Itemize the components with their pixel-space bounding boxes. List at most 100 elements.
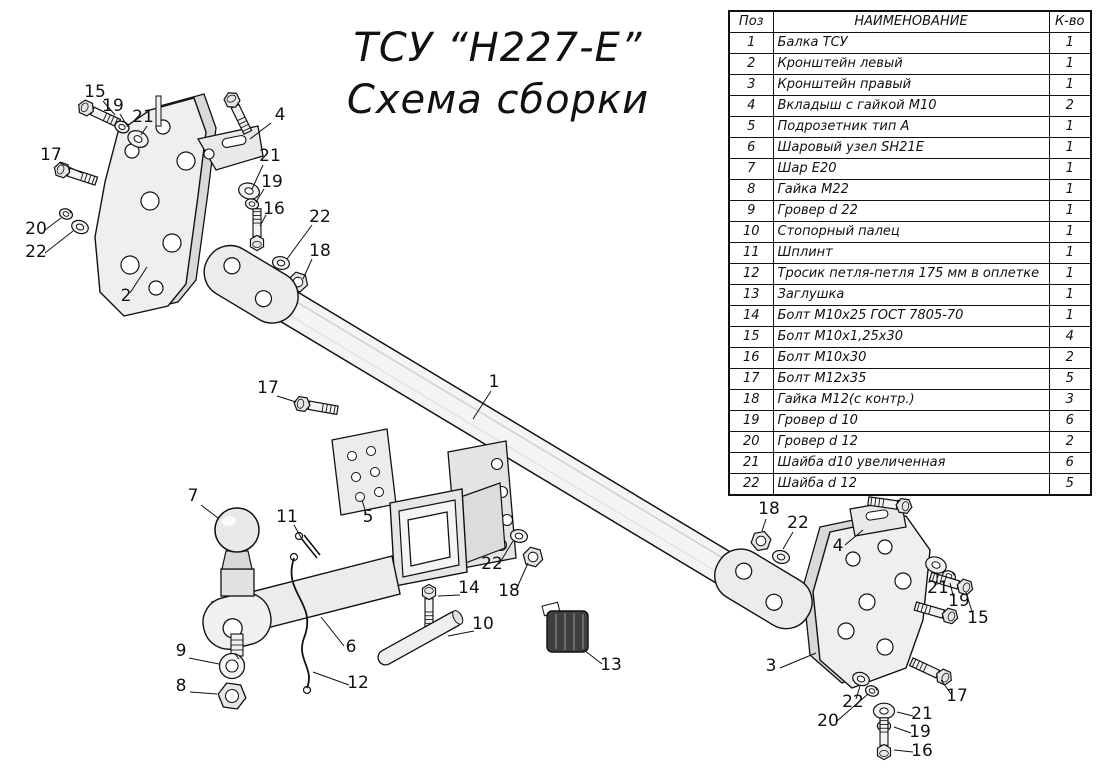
callout-leader <box>515 562 529 591</box>
callout-leader <box>276 395 297 403</box>
callout-label: 16 <box>911 741 933 761</box>
callout-label: 1 <box>489 372 500 392</box>
callout-leader <box>940 679 952 695</box>
callout-label: 21 <box>259 146 281 166</box>
callout-leader <box>583 649 603 665</box>
ball-neck <box>221 550 253 570</box>
washer-9-icon <box>218 652 246 680</box>
ball-highlight <box>222 516 236 526</box>
part-qty: 1 <box>1048 221 1092 243</box>
callout-label: 3 <box>766 656 777 676</box>
callout-leader <box>259 214 267 227</box>
part-position: 3 <box>728 74 774 96</box>
part-position: 19 <box>728 410 774 432</box>
part-name: Шар Е20 <box>772 158 1050 180</box>
part-name: Кронштейн левый <box>772 53 1050 75</box>
title-line-1: ТСУ “Н227-Е” <box>353 25 643 71</box>
callout-leader <box>119 113 127 125</box>
callout-leader <box>200 504 219 519</box>
callout-label: 17 <box>257 378 279 398</box>
callout-leader <box>312 671 350 686</box>
part-qty: 4 <box>1048 326 1092 348</box>
callout-leader <box>893 749 914 753</box>
callout-label: 19 <box>261 172 283 192</box>
bolt-17-mid-icon <box>292 395 340 418</box>
callout-leader <box>965 591 974 616</box>
ball-stud <box>230 633 244 657</box>
table-row: 5 Подрозетник тип А 1 <box>728 116 1092 138</box>
callout-label: 15 <box>84 82 106 102</box>
table-row: 22 Шайба d 12 5 <box>728 473 1092 496</box>
table-row: 12 Тросик петля-петля 175 мм в оплетке 1 <box>728 263 1092 285</box>
part-name: Гровер d 12 <box>772 431 1050 453</box>
bracket-right <box>802 510 931 689</box>
part-position: 5 <box>728 116 774 138</box>
callout-label: 15 <box>967 608 989 628</box>
part-name: Кронштейн правый <box>772 74 1050 96</box>
washer-21-mid-icon <box>236 180 262 202</box>
washer-21-bottom-icon <box>872 702 896 720</box>
callout-label: 21 <box>927 578 949 598</box>
part-qty: 6 <box>1048 410 1092 432</box>
callout-label: 18 <box>498 581 520 601</box>
callout-leader <box>896 711 914 717</box>
part-position: 12 <box>728 263 774 285</box>
part-position: 11 <box>728 242 774 264</box>
part-qty: 1 <box>1048 116 1092 138</box>
receiver-opening <box>407 511 451 567</box>
part-qty: 2 <box>1048 95 1092 117</box>
table-row: 6 Шаровый узел SH21E 1 <box>728 137 1092 159</box>
callout-leader <box>836 693 869 722</box>
part-position: 4 <box>728 95 774 117</box>
table-row: 11 Шплинт 1 <box>728 242 1092 264</box>
callout-label: 6 <box>346 637 357 657</box>
part-name: Балка ТСУ <box>772 32 1050 54</box>
table-row: 19 Гровер d 10 6 <box>728 410 1092 432</box>
col-header-pos: Поз <box>728 10 774 33</box>
callout-leader <box>59 162 83 174</box>
table-header-row: Поз НАИМЕНОВАНИЕ К-во <box>728 10 1092 33</box>
table-row: 17 Болт М12х35 5 <box>728 368 1092 390</box>
callout-label: 21 <box>911 704 933 724</box>
bracket-left-holes <box>120 119 196 296</box>
callout-leader <box>361 499 367 514</box>
part-name: Стопорный палец <box>772 221 1050 243</box>
part-name: Шаровый узел SH21E <box>772 137 1050 159</box>
table-row: 20 Гровер d 12 2 <box>728 431 1092 453</box>
callout-label: 22 <box>481 554 503 574</box>
callout-label: 14 <box>458 578 480 598</box>
main-beam <box>203 244 813 630</box>
callout-label: 12 <box>347 673 369 693</box>
part-name: Шайба d10 увеличенная <box>772 452 1050 474</box>
callout-leader <box>44 217 62 231</box>
part-qty: 2 <box>1048 431 1092 453</box>
part-position: 8 <box>728 179 774 201</box>
stud-icon <box>155 95 162 127</box>
callout-label: 18 <box>758 499 780 519</box>
callout-leader <box>844 529 864 546</box>
part-qty: 3 <box>1048 389 1092 411</box>
ball-tongue-assembly <box>202 507 401 657</box>
part-qty: 5 <box>1048 473 1092 496</box>
washer-22-left-icon <box>69 217 91 237</box>
part-position: 6 <box>728 137 774 159</box>
callout-leader <box>44 230 74 254</box>
part-name: Болт М10х30 <box>772 347 1050 369</box>
callout-label: 22 <box>787 513 809 533</box>
callout-leader <box>782 531 794 550</box>
callout-label: 17 <box>946 686 968 706</box>
part-position: 22 <box>728 473 774 496</box>
col-header-qty: К-во <box>1048 10 1092 33</box>
part-name: Шплинт <box>772 242 1050 264</box>
callout-leader <box>255 188 265 203</box>
cable-loop-top <box>289 552 299 562</box>
part-position: 16 <box>728 347 774 369</box>
callout-label: 19 <box>948 591 970 611</box>
part-qty: 1 <box>1048 137 1092 159</box>
part-name: Гайка М22 <box>772 179 1050 201</box>
bracket-left <box>94 93 217 317</box>
part-position: 15 <box>728 326 774 348</box>
part-name: Гайка М12(с контр.) <box>772 389 1050 411</box>
callout-leader <box>188 657 220 665</box>
